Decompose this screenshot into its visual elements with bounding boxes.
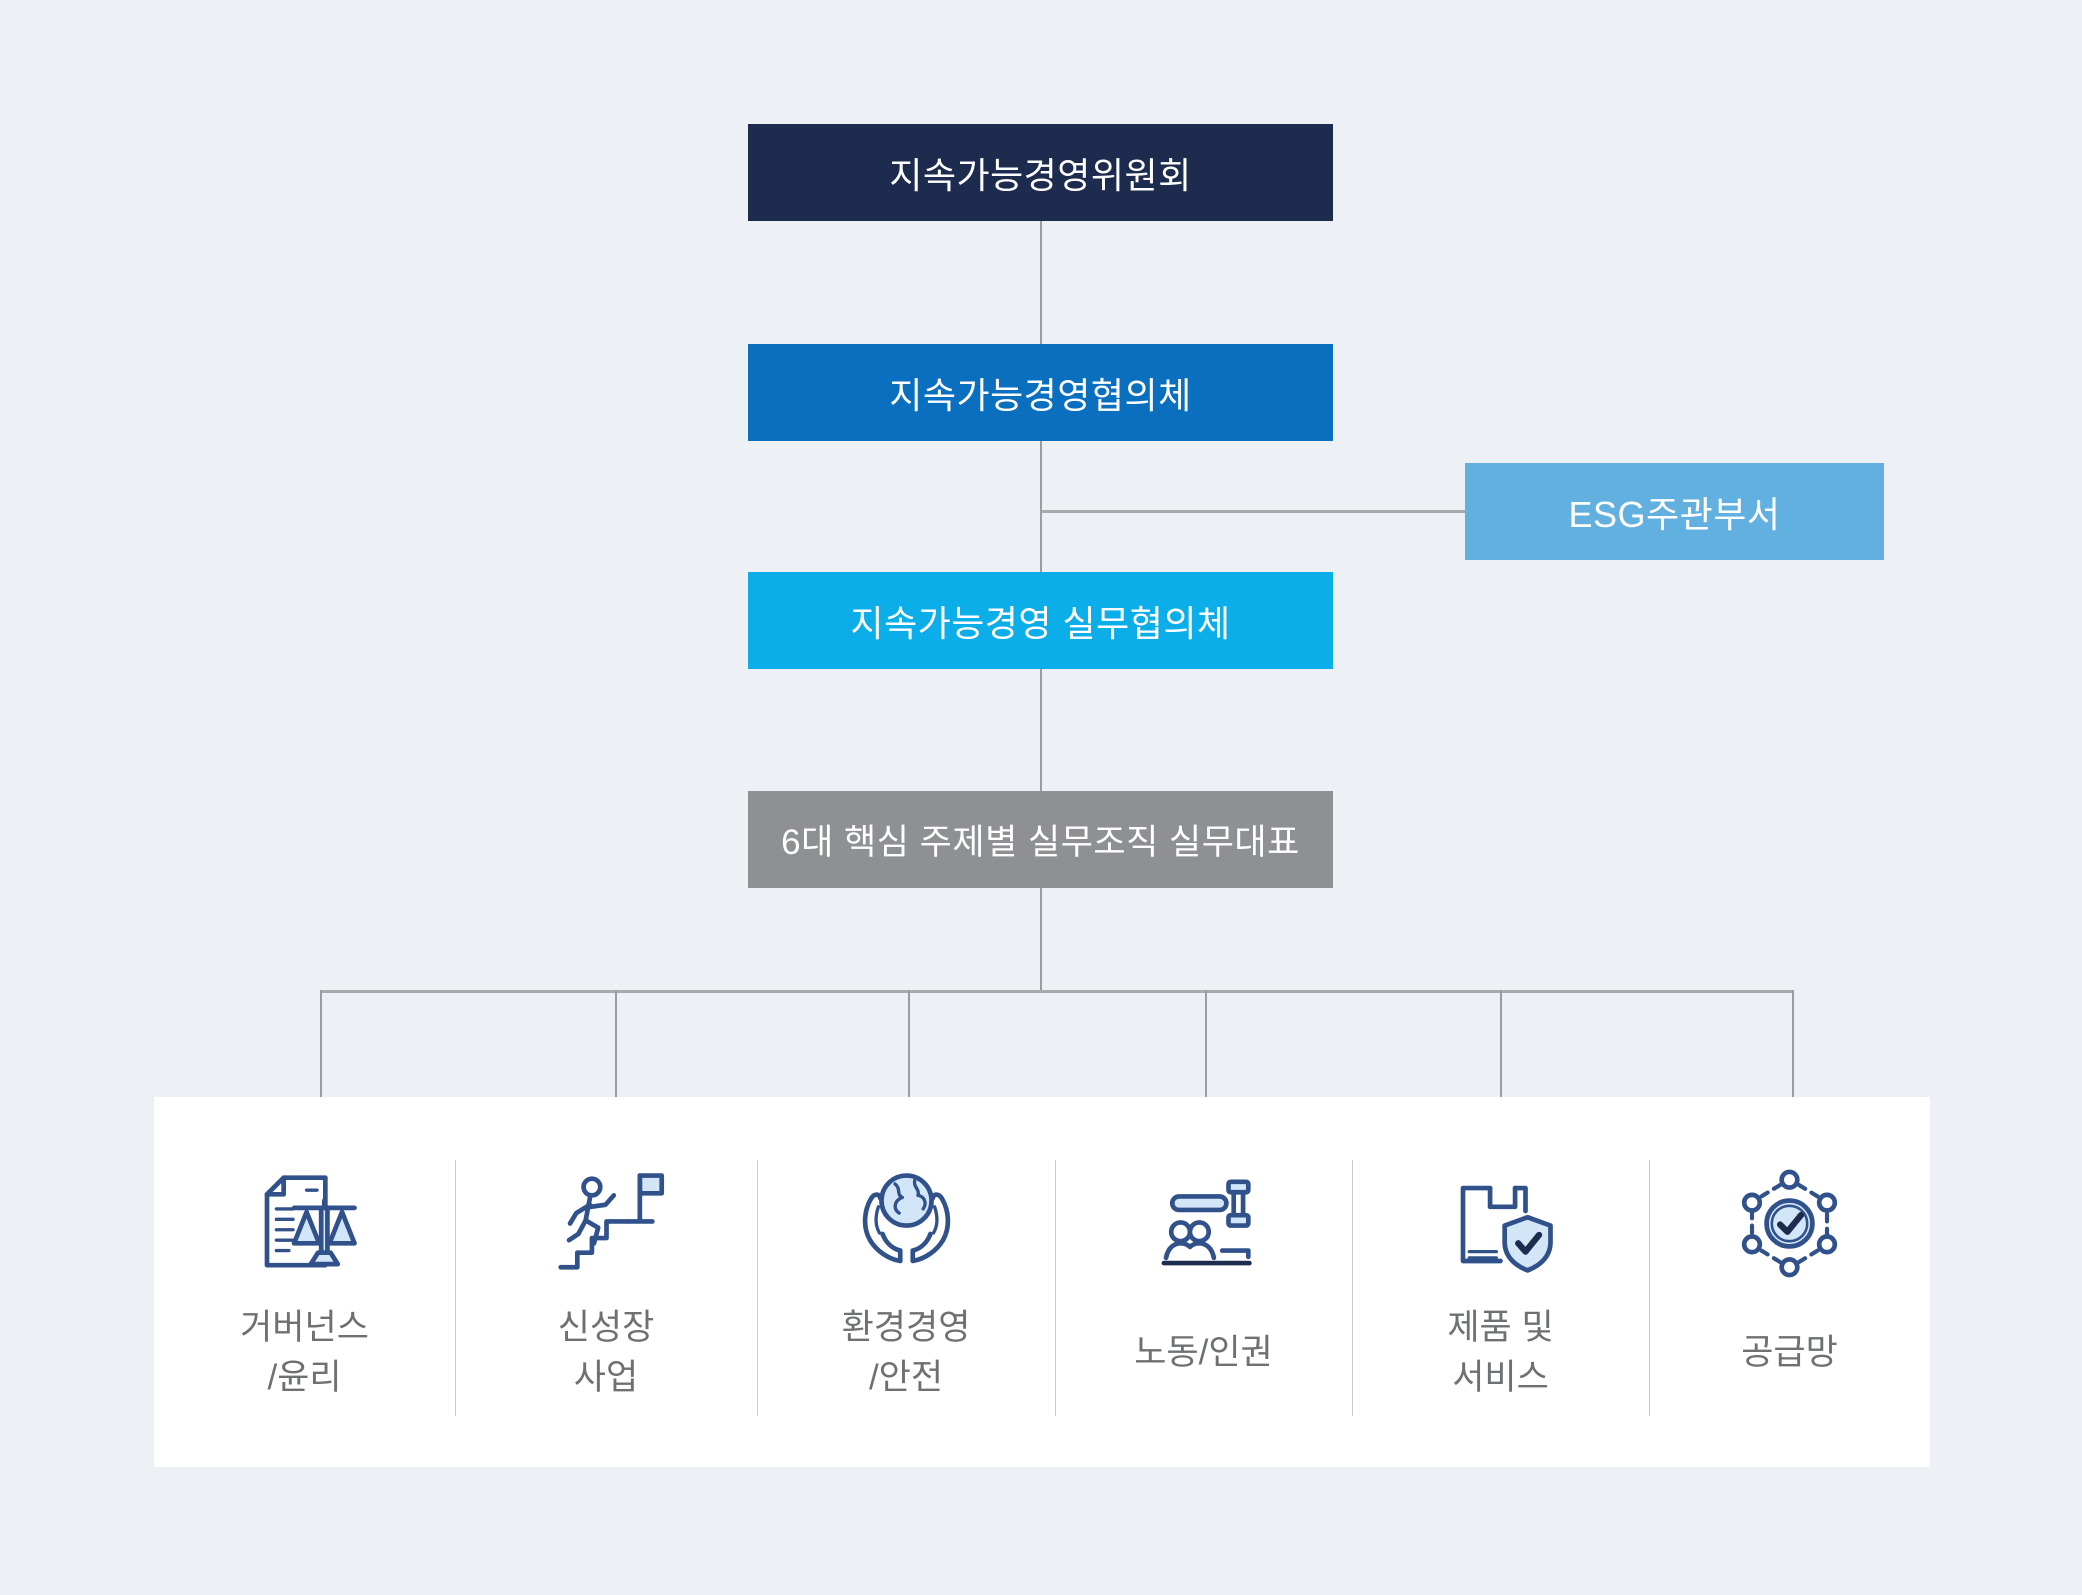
topic-divider [1649,1160,1650,1416]
topic-label-line2: /안전 [868,1358,944,1397]
topic-label: 노동/인권 [1134,1298,1273,1408]
governance-ethics-icon [242,1161,367,1286]
topic-label: 환경경영 /안전 [842,1298,971,1408]
topic-label-line1: 환경경영 [841,1308,971,1347]
topic-label-line1: 신성장 [557,1308,655,1347]
topic-divider [757,1160,758,1416]
connector-council-working [1040,441,1042,572]
working-reps-box: 6대 핵심 주제별 실무조직 실무대표 [748,791,1333,888]
supply-chain-icon [1727,1161,1852,1286]
esg-dept-label: ESG주관부서 [1568,493,1781,535]
connector-committee-council [1040,221,1042,344]
environment-safety-icon [844,1161,969,1286]
topic-column-governance: 거버넌스 /윤리 [154,1097,455,1467]
esg-dept-box: ESG주관부서 [1465,463,1884,560]
topic-divider [1352,1160,1353,1416]
new-growth-icon [544,1161,669,1286]
council-box: 지속가능경영협의체 [748,344,1333,441]
connector-working-reps [1040,669,1042,791]
topic-label-line2: /윤리 [267,1358,342,1397]
committee-box: 지속가능경영위원회 [748,124,1333,221]
connector-drop-2 [615,990,617,1097]
topic-label: 거버넌스 /윤리 [240,1298,369,1408]
working-reps-label: 6대 핵심 주제별 실무조직 실무대표 [781,823,1300,862]
connector-drop-3 [908,990,910,1097]
topic-column-supply-chain: 공급망 [1649,1097,1930,1467]
connector-esg-branch [1041,510,1465,513]
labor-rights-icon [1141,1161,1266,1286]
working-council-label: 지속가능경영 실무협의체 [850,602,1231,644]
connector-reps-tree [1040,888,1042,990]
topic-label-line1: 노동/인권 [1134,1333,1273,1372]
topic-divider [455,1160,456,1416]
topic-label-line1: 제품 및 [1447,1308,1554,1347]
products-services-icon [1438,1161,1563,1286]
topic-column-environment: 환경경영 /안전 [757,1097,1055,1467]
committee-label: 지속가능경영위원회 [889,154,1192,196]
topic-label: 신성장 사업 [558,1298,655,1408]
topic-label: 제품 및 서비스 [1447,1298,1553,1408]
topic-label-line2: 사업 [573,1358,639,1397]
topic-label-line1: 공급망 [1741,1333,1838,1372]
topic-column-products: 제품 및 서비스 [1352,1097,1649,1467]
topic-label-line1: 거버넌스 [240,1308,369,1347]
topic-label-line2: 서비스 [1452,1358,1549,1397]
connector-drop-1 [320,990,322,1097]
topic-divider [1055,1160,1056,1416]
council-label: 지속가능경영협의체 [889,374,1192,416]
working-council-box: 지속가능경영 실무협의체 [748,572,1333,669]
topic-column-new-growth: 신성장 사업 [455,1097,757,1467]
connector-drop-6 [1792,990,1794,1097]
topic-label: 공급망 [1741,1298,1838,1408]
topic-column-labor: 노동/인권 [1055,1097,1352,1467]
connector-drop-4 [1205,990,1207,1097]
connector-drop-5 [1500,990,1502,1097]
connector-tree-horizontal [320,990,1794,993]
topics-panel [154,1097,1930,1467]
